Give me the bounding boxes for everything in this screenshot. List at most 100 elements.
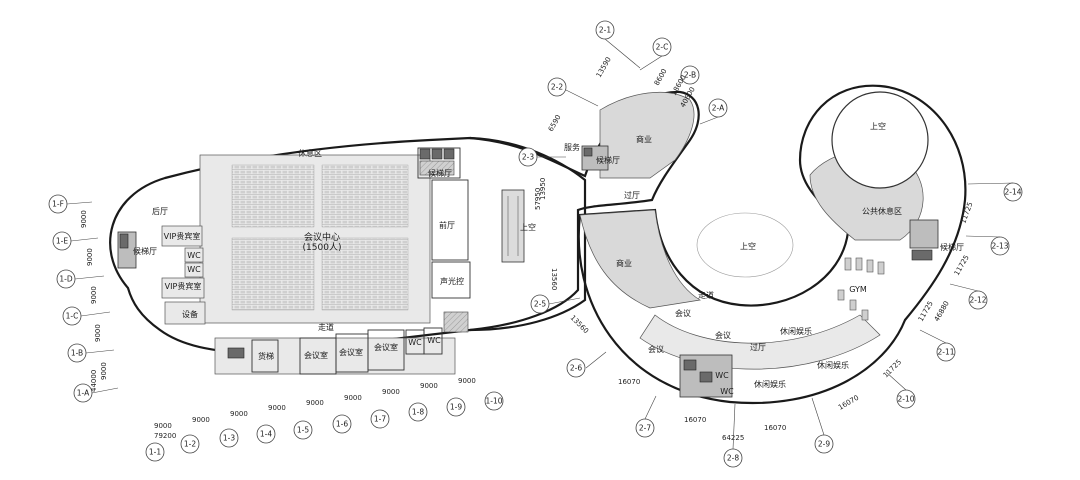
svg-text:16070: 16070 [764, 424, 786, 432]
svg-text:2-8: 2-8 [727, 454, 739, 463]
label-commercial-mid: 商业 [616, 258, 632, 268]
svg-text:2-5: 2-5 [534, 300, 546, 309]
label-wc-b: WC [187, 265, 201, 274]
label-vip-2: VIP贵宾室 [165, 281, 202, 291]
equipment-area [164, 301, 206, 325]
vip-room-1-area [161, 225, 203, 247]
svg-text:2-10: 2-10 [897, 395, 914, 404]
svg-text:13950: 13950 [539, 178, 547, 200]
label-corridor-left: 走道 [318, 322, 334, 332]
svg-text:1-6: 1-6 [336, 420, 348, 429]
label-commercial-top: 商业 [636, 134, 652, 144]
svg-text:1-F: 1-F [52, 200, 64, 209]
escalator [501, 189, 525, 263]
elevator-hall-right-area [909, 219, 939, 249]
label-meeting-b: 会议 [715, 330, 731, 340]
label-wc-a: WC [187, 251, 201, 260]
wc-a-area [184, 247, 204, 263]
svg-text:1-E: 1-E [56, 237, 68, 246]
void-top-right-area [831, 91, 929, 189]
svg-text:13560: 13560 [569, 314, 590, 335]
label-elevator-hall-right: 候梯厅 [940, 242, 964, 252]
svg-text:1-D: 1-D [59, 275, 72, 284]
freight-elevator-area [251, 339, 279, 373]
elevator-hall-left-top [417, 147, 461, 179]
grid-col-1-2: 1-2 [180, 434, 200, 454]
label-void-link: 上空 [520, 222, 536, 232]
svg-text:16070: 16070 [684, 416, 706, 424]
bottom-ring-core-dark [683, 359, 697, 371]
av-control-area [431, 261, 471, 299]
grid-2-6: 2-6 [566, 358, 586, 378]
svg-text:2-13: 2-13 [991, 242, 1008, 251]
stair-left-top [419, 160, 455, 176]
svg-text:9000: 9000 [86, 248, 94, 266]
grid-col-1-4: 1-4 [256, 424, 276, 444]
svg-text:11725: 11725 [959, 201, 974, 225]
elevator-cores-top-2 [431, 148, 443, 160]
label-meeting-room-1: 会议室 [304, 350, 328, 360]
label-back-hall: 后厅 [152, 206, 168, 216]
elevator-cores-top [419, 148, 431, 160]
svg-text:2-A: 2-A [712, 104, 725, 113]
grid-row-1-C: 1-C [62, 306, 82, 326]
svg-text:2-11: 2-11 [937, 348, 954, 357]
grid-2-B: 2-B [680, 65, 700, 85]
svg-text:57950: 57950 [534, 188, 542, 210]
svg-text:2-2: 2-2 [551, 83, 563, 92]
svg-text:1-3: 1-3 [223, 434, 235, 443]
svg-text:9000: 9000 [382, 388, 400, 396]
grid-row-1-D: 1-D [56, 269, 76, 289]
label-wc-f: WC [720, 387, 734, 396]
connector-outline [469, 90, 700, 332]
dimensions-left-bottom: 9000 79200 9000 9000 9000 9000 9000 9000… [154, 377, 476, 440]
meeting-room-3-area [367, 329, 405, 371]
svg-text:79200: 79200 [154, 432, 176, 440]
grid-col-1-6: 1-6 [332, 414, 352, 434]
vip-room-2-area [161, 277, 205, 299]
svg-text:9000: 9000 [306, 399, 324, 407]
svg-text:1-1: 1-1 [149, 448, 161, 457]
svg-text:64225: 64225 [722, 434, 744, 442]
elevator-cores-top-3 [443, 148, 455, 160]
front-hall-area [431, 179, 469, 261]
label-freight-elevator: 货梯 [258, 351, 274, 361]
svg-text:13560: 13560 [550, 268, 558, 290]
grid-2-1: 2-1 [595, 20, 615, 40]
label-void-center: 上空 [740, 241, 756, 251]
elevator-hall-right-core [911, 249, 933, 261]
label-wc-d: WC [427, 336, 441, 345]
svg-text:16070: 16070 [618, 378, 640, 386]
label-public-lounge: 公共休息区 [862, 206, 902, 216]
svg-text:1-A: 1-A [77, 389, 90, 398]
svg-text:2-3: 2-3 [522, 153, 534, 162]
label-transition-bottom: 过厅 [750, 342, 766, 352]
label-meeting-room-2: 会议室 [339, 347, 363, 357]
grid-leader-lines [66, 38, 1014, 450]
svg-text:13590: 13590 [595, 56, 613, 79]
void-center-area [696, 212, 794, 278]
svg-text:1-5: 1-5 [297, 426, 309, 435]
svg-text:2-B: 2-B [684, 71, 696, 80]
label-gym: GYM [849, 285, 867, 294]
label-vip-1: VIP贵宾室 [164, 231, 201, 241]
label-elevator-hall-left: 候梯厅 [133, 246, 157, 256]
label-av-control: 声光控 [440, 276, 464, 286]
svg-text:9000: 9000 [94, 324, 102, 342]
grid-2-7: 2-7 [635, 418, 655, 438]
grid-2-3: 2-3 [518, 147, 538, 167]
grid-2-13: 2-13 [990, 236, 1010, 256]
svg-text:1-9: 1-9 [450, 403, 462, 412]
svg-text:9000: 9000 [90, 286, 98, 304]
grid-2-8: 2-8 [723, 448, 743, 468]
label-meeting-room-3: 会议室 [374, 342, 398, 352]
grid-2-2: 2-2 [547, 77, 567, 97]
ring-commercial-mid [579, 209, 702, 309]
svg-text:1-B: 1-B [71, 349, 83, 358]
label-leisure-2: 休闲娱乐 [817, 360, 849, 370]
svg-text:11725: 11725 [953, 254, 971, 277]
bottom-core [227, 347, 245, 359]
svg-text:6590: 6590 [547, 114, 563, 133]
grid-col-1-5: 1-5 [293, 420, 313, 440]
commercial-top-area [599, 91, 695, 179]
